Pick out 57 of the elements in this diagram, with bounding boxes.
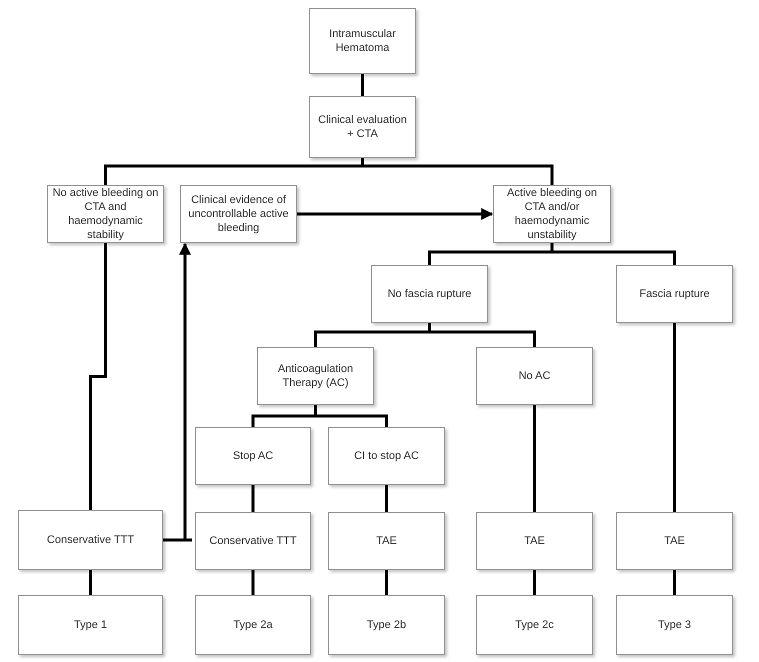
- box-label: Clinical evidence of uncontrollable active bleeding: [187, 193, 290, 235]
- box-label: TAE: [376, 534, 397, 548]
- process-box: [328, 595, 445, 655]
- process-box: [616, 265, 733, 323]
- connector-line: [385, 485, 388, 512]
- box-label: Anticoagulation Therapy (AC): [276, 362, 354, 390]
- process-box: [257, 347, 374, 405]
- process-box: [616, 512, 733, 570]
- box-label: Type 1: [74, 618, 108, 632]
- box-label: Intramuscular Hematoma: [328, 27, 397, 55]
- process-box: [328, 427, 445, 485]
- connector-line: [533, 405, 536, 512]
- box-label: Clinical evaluation + CTA: [317, 113, 408, 141]
- process-box: [476, 595, 593, 655]
- arrow: [163, 242, 191, 542]
- box-label: Stop AC: [232, 449, 274, 463]
- box-label: Conservative TTT: [46, 533, 134, 547]
- box-label: TAE: [664, 534, 685, 548]
- box-label: Type 2a: [233, 618, 273, 632]
- process-box: [18, 595, 163, 655]
- box-label: TAE: [524, 534, 545, 548]
- connector-line: [673, 570, 676, 595]
- process-box: [180, 185, 297, 243]
- process-box: [476, 347, 593, 405]
- process-box: [195, 595, 311, 655]
- process-box: [195, 427, 311, 485]
- box-label: Fascia rupture: [639, 287, 710, 301]
- box-label: No fascia rupture: [388, 287, 472, 301]
- box-label: CI to stop AC: [354, 449, 419, 463]
- arrow: [297, 208, 494, 220]
- connector-line: [89, 243, 107, 510]
- connector-line: [314, 405, 388, 427]
- connector-line: [252, 485, 254, 512]
- box-label: No AC: [518, 369, 550, 383]
- process-box: [195, 512, 311, 570]
- box-label: Type 3: [658, 618, 692, 632]
- process-box: [309, 96, 416, 158]
- connector-line: [673, 323, 676, 512]
- process-box: [493, 185, 611, 243]
- connector-line: [89, 570, 92, 595]
- box-label: Active bleeding on CTA and/or haemodynamic unstability: [506, 186, 598, 242]
- box-label: No active bleeding on CTA and haemodynamic stability: [52, 186, 159, 242]
- connector-line: [252, 570, 254, 595]
- box-label: Type 2c: [515, 618, 554, 632]
- box-label: Type 2b: [366, 618, 406, 632]
- process-box: [371, 265, 488, 323]
- process-box: [18, 510, 163, 570]
- process-box: [309, 8, 416, 74]
- connector-line: [550, 243, 676, 265]
- connector-line: [428, 323, 536, 347]
- process-box: [328, 512, 445, 570]
- connector-line: [361, 74, 364, 96]
- connector-line: [533, 570, 536, 595]
- process-box: [476, 512, 593, 570]
- connector-line: [385, 570, 388, 595]
- box-label: Conservative TTT: [209, 534, 297, 548]
- process-box: [616, 595, 733, 655]
